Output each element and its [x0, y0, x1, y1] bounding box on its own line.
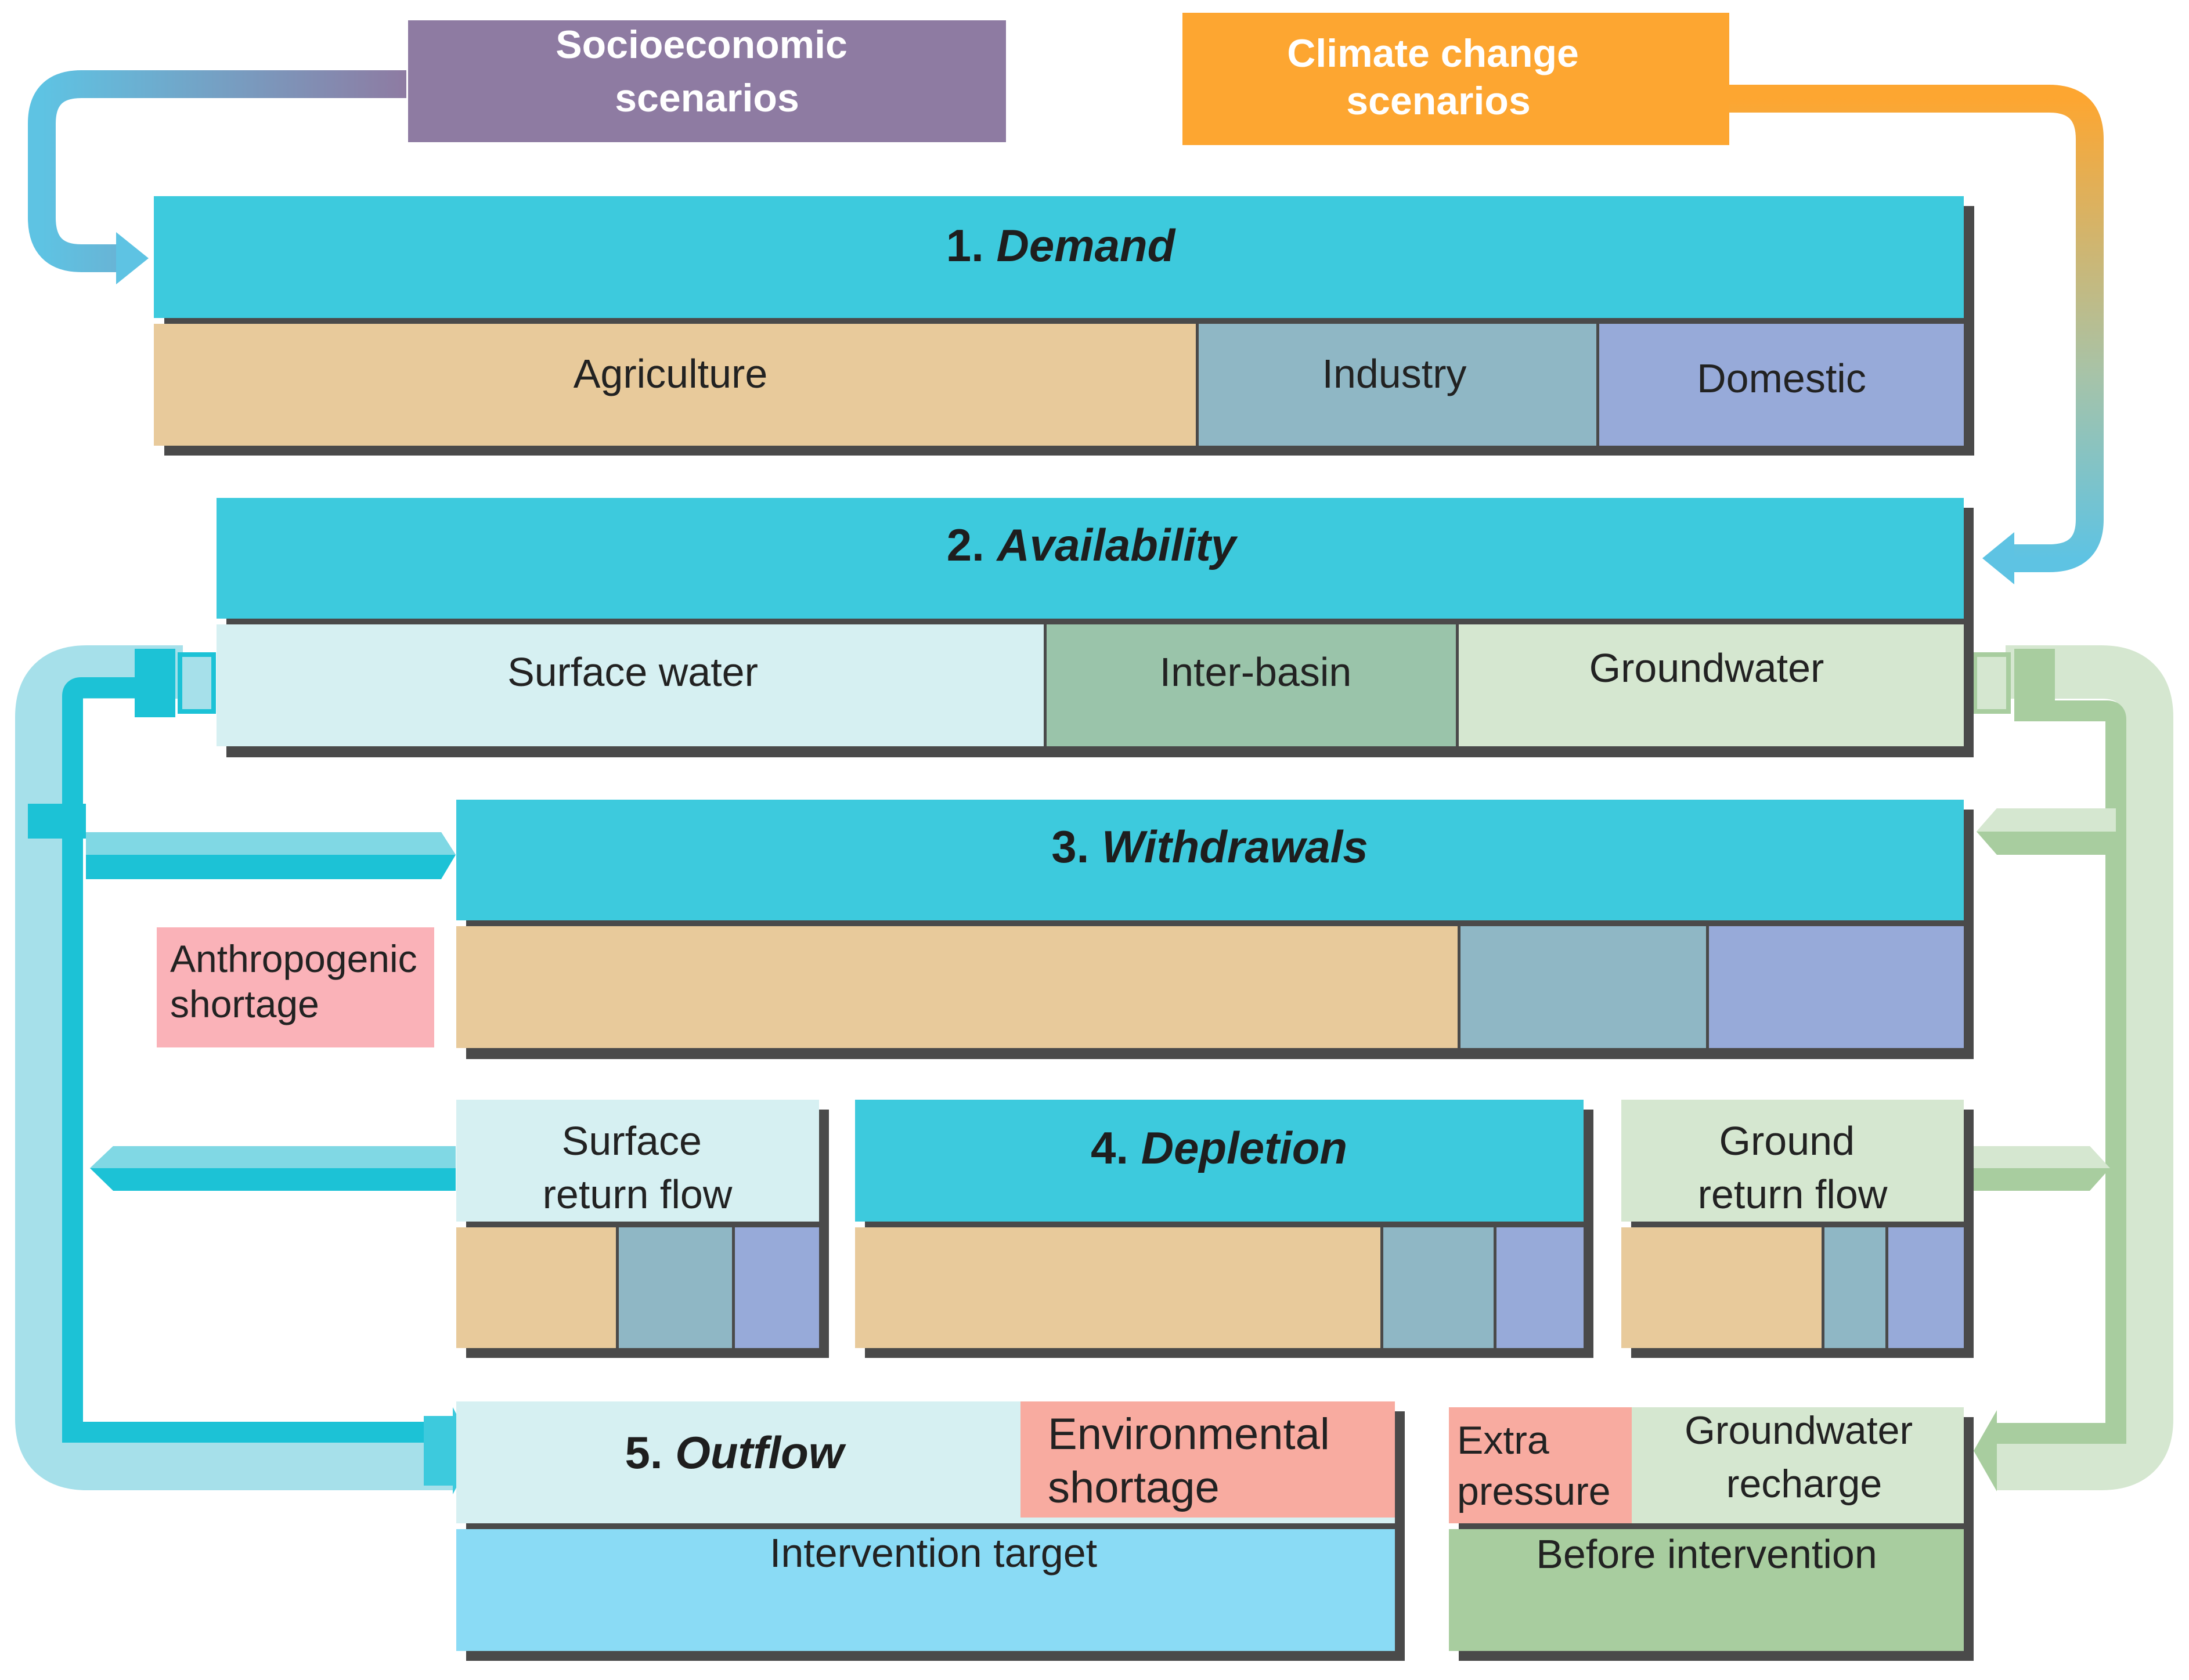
withdrawals-industry [1460, 926, 1706, 1048]
availability-surface [217, 624, 1044, 746]
demand-header [154, 196, 1964, 318]
surface-water-label: Surface water [507, 649, 758, 695]
svg-text:Climate change scenarios: Climate change scenarios [1287, 31, 1590, 123]
svg-text:Surface return flow: Surface return flow [543, 1118, 733, 1217]
ground-connector [2014, 649, 2055, 717]
svg-text:Ground return flow: Ground return flow [1698, 1118, 1888, 1217]
climate-scenarios-box: Climate change scenarios [1182, 13, 1729, 145]
surface-loop-pipe [15, 645, 476, 1494]
depletion-header [855, 1100, 1584, 1222]
demand-title: 1. Demand [946, 220, 1176, 271]
anthropogenic-line-2: shortage [170, 982, 319, 1025]
svg-text:Anthropogenic shortage: Anthropogenic shortage [170, 937, 428, 1025]
surface-return-line-2: return flow [543, 1172, 733, 1217]
agriculture-label: Agriculture [574, 351, 768, 396]
ground-loop-pipe [1972, 645, 2173, 1491]
groundwater-recharge-line-2: recharge [1726, 1462, 1882, 1506]
recharge-block: Extra pressure Groundwater recharge Befo… [1449, 1407, 1974, 1661]
ground-return-block: Ground return flow [1621, 1100, 1974, 1358]
socioeconomic-line-1: Socioeconomic [556, 23, 848, 67]
surface-return-arrow [90, 1146, 456, 1191]
svg-text:Environmental shortage: Environmental shortage [1048, 1410, 1342, 1512]
withdrawals-block: 3. Withdrawals [456, 800, 1974, 1059]
extra-pressure-line-1: Extra [1457, 1418, 1549, 1462]
demand-block: 1. Demand Agriculture Industry Domestic [154, 196, 1974, 456]
withdrawals-agriculture [456, 926, 1458, 1048]
surface-return-line-1: Surface [562, 1118, 702, 1164]
groundwater-recharge-line-1: Groundwater [1685, 1408, 1913, 1453]
before-intervention-box [1449, 1529, 1964, 1651]
extra-pressure-line-2: pressure [1457, 1469, 1611, 1513]
svg-text:Extra pressure: Extra pressure [1457, 1418, 1611, 1513]
socioeconomic-scenarios-box: Socioeconomic scenarios [408, 20, 1006, 142]
availability-block: 2. Availability Surface water Inter-basi… [217, 498, 1974, 757]
withdrawals-header [456, 800, 1964, 920]
demand-industry [1199, 324, 1596, 446]
socioeconomic-arrow [28, 70, 406, 284]
demand-domestic [1599, 324, 1964, 446]
extra-pressure-box [1449, 1407, 1632, 1523]
withdrawals-title: 3. Withdrawals [1051, 821, 1368, 872]
industry-label: Industry [1322, 351, 1467, 396]
ground-return-header [1621, 1100, 1964, 1222]
depletion-block: 4. Depletion [855, 1100, 1593, 1358]
surface-to-withdrawals-arrow [86, 832, 456, 879]
svg-text:Groundwater recharge: Groundwater recharge [1685, 1408, 1924, 1506]
environmental-line-2: shortage [1048, 1463, 1220, 1512]
svg-text:Socioeconomic scenarios: Socioeconomic scenarios [556, 23, 858, 120]
climate-line-1: Climate change [1287, 31, 1579, 75]
interbasin-label: Inter-basin [1160, 649, 1352, 695]
outflow-block: 5. Outflow Environmental shortage Interv… [456, 1401, 1405, 1661]
climate-arrow [1727, 85, 2104, 584]
surface-connector [135, 649, 175, 717]
surface-return-header [456, 1100, 819, 1222]
climate-line-2: scenarios [1346, 79, 1531, 123]
domestic-label: Domestic [1697, 356, 1866, 401]
before-intervention-label: Before intervention [1536, 1531, 1877, 1577]
socioeconomic-fill [408, 20, 1006, 142]
intervention-target-box [456, 1529, 1395, 1651]
demand-agriculture [154, 324, 1196, 446]
socioeconomic-line-2: scenarios [615, 76, 799, 120]
availability-interbasin [1047, 624, 1456, 746]
ground-return-line-2: return flow [1698, 1172, 1888, 1217]
availability-title: 2. Availability [947, 519, 1238, 570]
ground-return-line-1: Ground [1719, 1118, 1855, 1164]
ground-to-withdrawals-arrow [1977, 808, 2116, 855]
anthropogenic-shortage-box: Anthropogenic shortage [157, 927, 434, 1047]
surface-return-block: Surface return flow [456, 1100, 829, 1358]
anthropogenic-line-1: Anthropogenic [170, 937, 417, 980]
environmental-shortage-box [1020, 1401, 1395, 1518]
intervention-target-label: Intervention target [770, 1530, 1097, 1576]
climate-fill [1182, 13, 1729, 145]
ground-return-arrow [1968, 1146, 2110, 1191]
groundwater-label: Groundwater [1589, 645, 1824, 691]
depletion-title: 4. Depletion [1091, 1122, 1347, 1173]
withdrawals-domestic [1709, 926, 1964, 1048]
environmental-line-1: Environmental [1048, 1410, 1330, 1459]
availability-header [217, 498, 1964, 619]
outflow-title: 5. Outflow [625, 1427, 846, 1478]
availability-groundwater [1459, 624, 1964, 746]
